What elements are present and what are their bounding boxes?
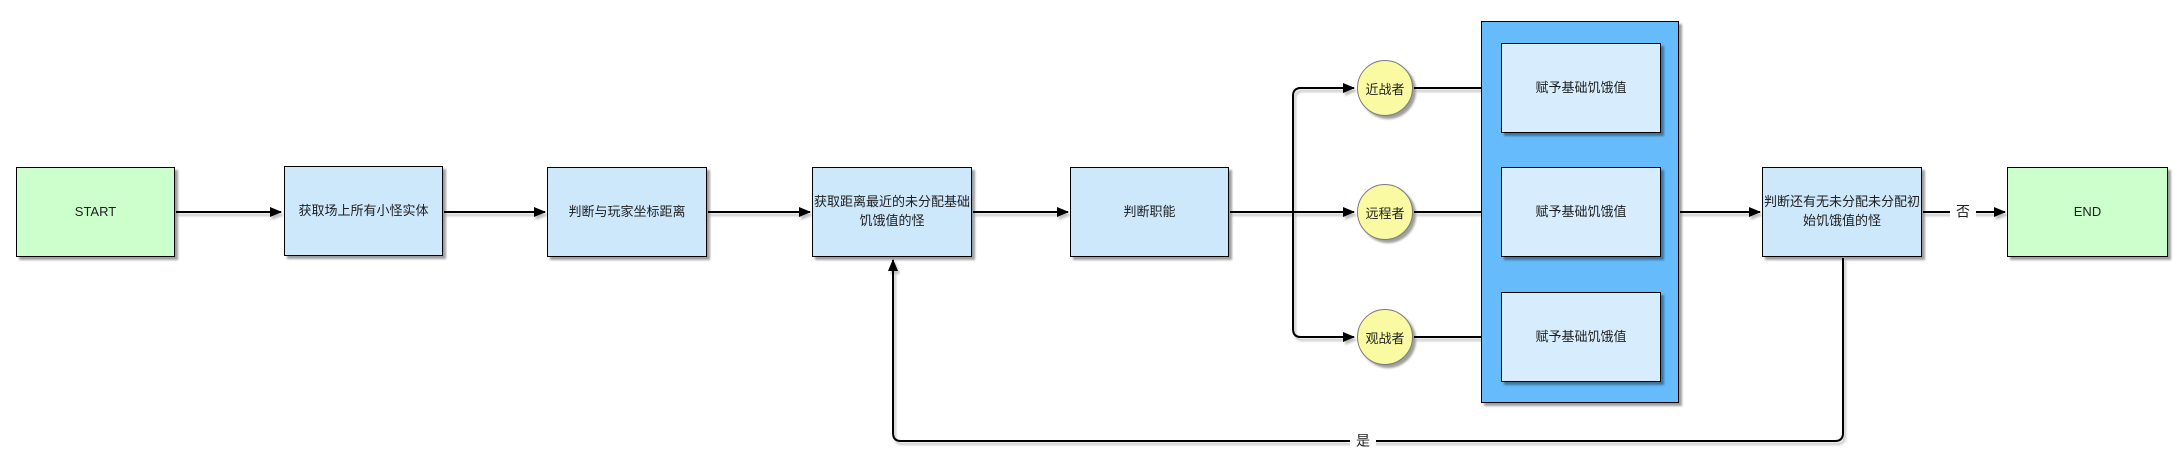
branch-spectator: 观战者 (1357, 309, 1413, 365)
node-assign-hunger-ranged: 赋予基础饥饿值 (1501, 167, 1661, 257)
node-get-all-monsters: 获取场上所有小怪实体 (284, 166, 443, 256)
node-assign-hunger-melee: 赋予基础饥饿值 (1501, 43, 1661, 133)
node-assign-hunger-spectator: 赋予基础饥饿值 (1501, 292, 1661, 382)
branch-melee: 近战者 (1357, 60, 1413, 116)
node-start: START (16, 167, 175, 257)
node-check-remaining: 判断还有无未分配未分配初 始饥饿值的怪 (1762, 167, 1922, 257)
node-judge-player-distance: 判断与玩家坐标距离 (547, 167, 707, 257)
edge-label-no: 否 (1950, 203, 1976, 221)
node-end: END (2007, 167, 2168, 257)
node-judge-role: 判断职能 (1070, 167, 1229, 257)
node-get-nearest-unassigned: 获取距离最近的未分配基础 饥饿值的怪 (812, 167, 972, 257)
edge-label-yes: 是 (1350, 432, 1376, 450)
branch-ranged: 远程者 (1357, 184, 1413, 240)
